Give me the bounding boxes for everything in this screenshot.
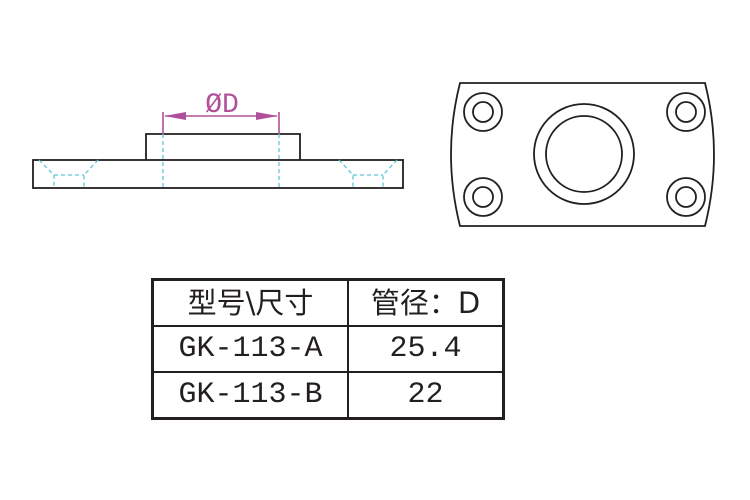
countersink-right (338, 159, 354, 188)
header-model-size: 型号\尺寸 (151, 278, 349, 327)
bolt-hole (675, 101, 697, 123)
countersink-left (38, 159, 55, 188)
bolt-hole (472, 186, 494, 208)
bolt-hole-counterbore (666, 177, 706, 217)
side-view (32, 133, 404, 189)
hidden-lines (38, 134, 398, 188)
center-bore (545, 115, 623, 193)
cell-model: GK-113-B (151, 371, 349, 420)
header-diameter: 管径：D (347, 278, 505, 327)
spec-table: 型号\尺寸 管径：D GK-113-A 25.4 GK-113-B 22 (151, 278, 505, 420)
cell-model: GK-113-A (151, 325, 349, 373)
dimension-diameter: ØD (162, 90, 280, 134)
bolt-hole-counterbore (666, 92, 706, 132)
bolt-hole-counterbore (463, 177, 503, 217)
plate-outline (450, 82, 715, 227)
base-plate-outline (32, 159, 404, 189)
countersink-right-2 (382, 159, 398, 188)
center-boss-outer (533, 103, 635, 205)
arrow-left-icon (164, 112, 186, 120)
table-header-row: 型号\尺寸 管径：D (151, 278, 505, 327)
cell-diameter: 25.4 (347, 325, 505, 373)
arrow-right-icon (256, 112, 278, 120)
top-view (450, 82, 715, 227)
boss-outline (145, 133, 301, 160)
bolt-hole (472, 101, 494, 123)
bolt-hole (675, 186, 697, 208)
bolt-hole-counterbore (463, 92, 503, 132)
table-row: GK-113-B 22 (151, 371, 505, 420)
dimension-label: ØD (205, 90, 239, 121)
countersink-left-2 (83, 159, 99, 188)
table-row: GK-113-A 25.4 (151, 325, 505, 373)
cell-diameter: 22 (347, 371, 505, 420)
